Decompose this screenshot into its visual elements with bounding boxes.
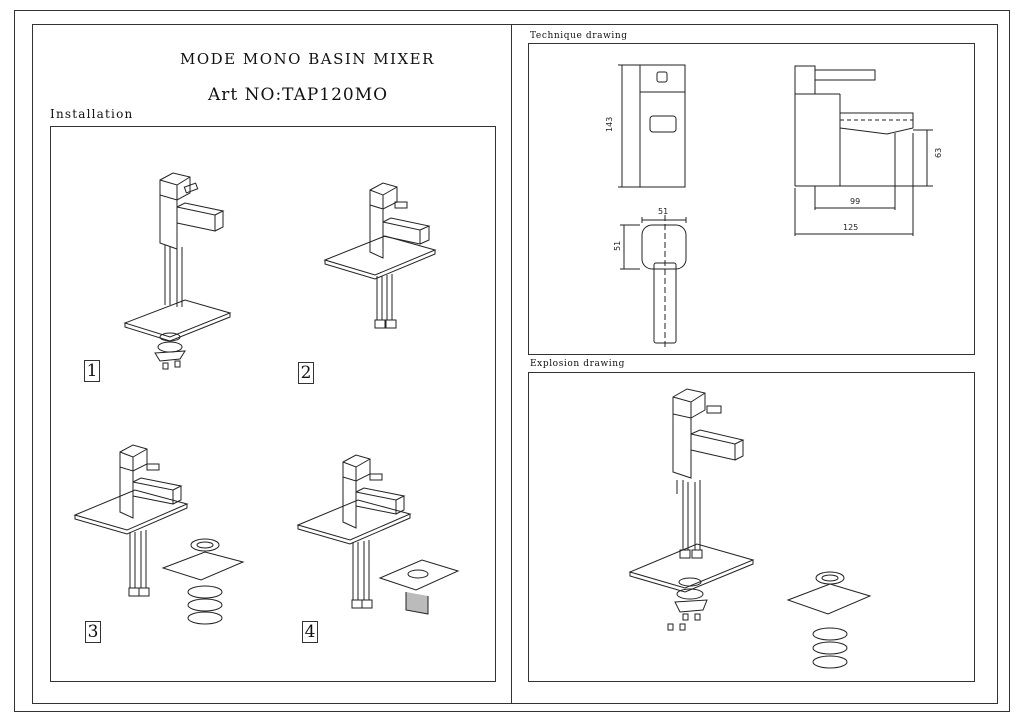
product-title: MODE MONO BASIN MIXER bbox=[180, 50, 435, 68]
dim-spout-reach: 99 bbox=[850, 197, 860, 206]
side-elevation-drawing: 63 99 125 bbox=[794, 65, 943, 236]
step-number-2: 2 bbox=[298, 362, 314, 384]
technique-panel bbox=[528, 43, 975, 355]
dim-spout-height: 63 bbox=[934, 148, 943, 158]
explosion-panel bbox=[528, 372, 975, 682]
article-number: Art NO:TAP120MO bbox=[208, 85, 389, 105]
dim-depth-top: 51 bbox=[613, 241, 622, 251]
installation-panel bbox=[50, 126, 496, 682]
center-divider bbox=[511, 24, 512, 704]
front-elevation-drawing: 143 bbox=[605, 64, 686, 188]
dim-total-length: 125 bbox=[843, 223, 858, 232]
step-number-1: 1 bbox=[84, 360, 100, 382]
sheet-border bbox=[32, 24, 998, 704]
technique-label: Technique drawing bbox=[530, 31, 628, 41]
step-number-3: 3 bbox=[85, 621, 101, 643]
dim-width-top: 51 bbox=[658, 207, 668, 216]
outer-frame bbox=[14, 10, 1010, 712]
dim-height: 143 bbox=[605, 117, 614, 132]
installation-label: Installation bbox=[50, 107, 134, 121]
step-2-illustration bbox=[323, 182, 437, 329]
explosion-illustration bbox=[628, 388, 872, 669]
step-number-4: 4 bbox=[302, 621, 318, 643]
step-4-illustration bbox=[296, 454, 460, 615]
step-1-illustration bbox=[123, 172, 232, 370]
explosion-label: Explosion drawing bbox=[530, 359, 626, 369]
plan-view-drawing: 51 51 bbox=[613, 207, 687, 350]
step-3-illustration bbox=[73, 444, 245, 625]
